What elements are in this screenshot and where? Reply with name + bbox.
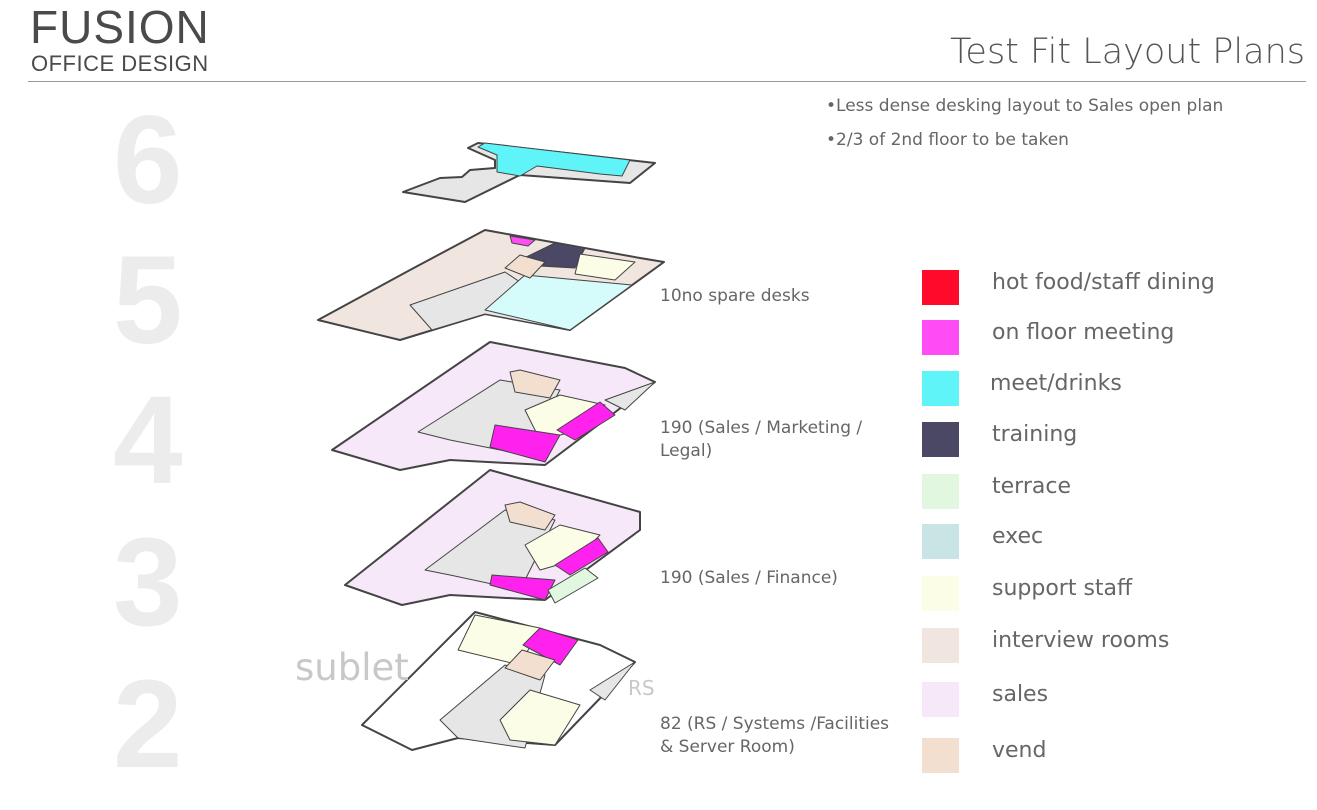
legend-swatch bbox=[922, 371, 959, 406]
legend-swatch bbox=[922, 576, 959, 611]
logo-subtitle: OFFICE DESIGN bbox=[31, 51, 209, 76]
legend-swatch bbox=[922, 422, 959, 457]
legend-swatch bbox=[922, 628, 959, 663]
floor-number: 5 bbox=[113, 231, 183, 370]
floor-label: 10no spare desks bbox=[660, 286, 810, 306]
legend-label: interview rooms bbox=[992, 628, 1170, 653]
floor-number: 6 bbox=[113, 91, 183, 230]
legend-label: hot food/staff dining bbox=[992, 270, 1215, 295]
legend-swatch bbox=[922, 524, 959, 559]
note: •2/3 of 2nd floor to be taken bbox=[826, 130, 1069, 150]
floor-number: 4 bbox=[113, 371, 183, 510]
legend-label: support staff bbox=[992, 576, 1133, 601]
legend-swatch bbox=[922, 474, 959, 509]
legend-label: exec bbox=[992, 524, 1044, 549]
floor-plan-5 bbox=[317, 229, 665, 341]
page-title: Test Fit Layout Plans bbox=[949, 32, 1305, 72]
floor-label: 190 (Sales / Marketing / Legal) bbox=[660, 418, 863, 461]
divider bbox=[28, 81, 1306, 82]
note: •Less dense desking layout to Sales open… bbox=[826, 96, 1224, 116]
logo: FUSION bbox=[30, 1, 210, 53]
rs-label: RS bbox=[628, 676, 655, 700]
floor-number: 3 bbox=[113, 513, 183, 652]
legend-swatch bbox=[922, 682, 959, 717]
floor-plan-3 bbox=[344, 469, 641, 606]
floor-plan-6 bbox=[402, 142, 656, 203]
floor-label: 82 (RS / Systems /Facilities & Server Ro… bbox=[660, 714, 890, 757]
floor-number: 2 bbox=[113, 655, 183, 794]
legend-swatch bbox=[922, 270, 959, 305]
legend-label: on floor meeting bbox=[992, 320, 1175, 345]
legend-label: terrace bbox=[992, 474, 1071, 499]
legend-swatch bbox=[922, 320, 959, 355]
legend-label: vend bbox=[992, 738, 1047, 763]
floor-plan-4 bbox=[331, 341, 656, 471]
floor-label: 190 (Sales / Finance) bbox=[660, 568, 838, 588]
legend-swatch bbox=[922, 738, 959, 773]
legend-label: meet/drinks bbox=[990, 371, 1122, 396]
legend-label: training bbox=[992, 422, 1078, 447]
legend-label: sales bbox=[992, 682, 1049, 707]
floor-plan-2 bbox=[361, 611, 636, 751]
sublet-label: sublet bbox=[295, 646, 409, 689]
